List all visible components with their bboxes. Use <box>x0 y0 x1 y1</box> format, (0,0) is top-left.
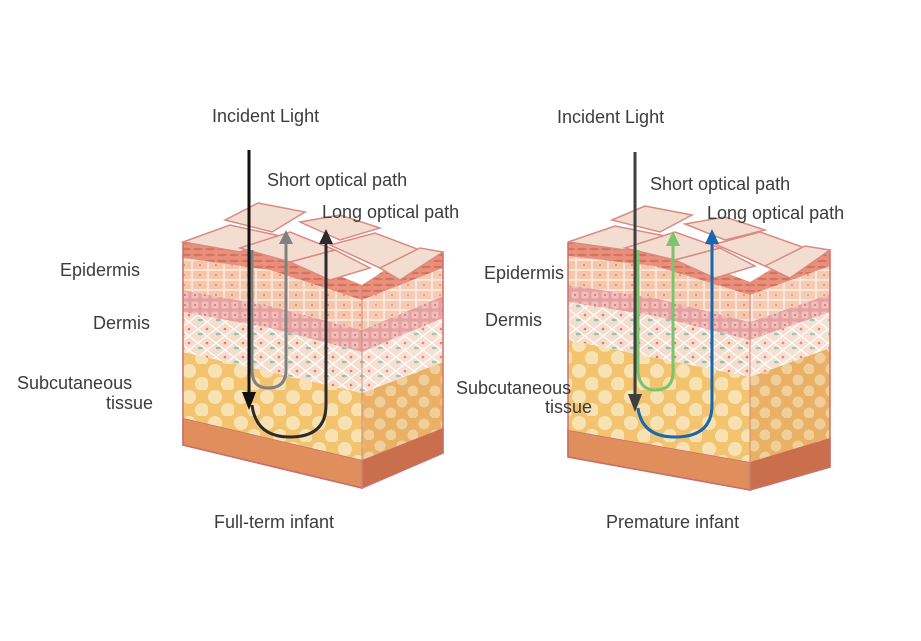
incident-light-label: Incident Light <box>212 106 319 126</box>
side-dermis-layer <box>362 318 443 393</box>
subcutaneous-fat-layer <box>568 340 750 462</box>
epidermis-label: Epidermis <box>60 260 140 280</box>
dermis-label: Dermis <box>93 313 150 333</box>
stratum-layer <box>183 242 362 300</box>
epidermis-cell-layer <box>183 258 362 330</box>
side-cell-layer <box>750 266 830 322</box>
full-term-light-paths <box>242 150 333 439</box>
short-optical-path-label: Short optical path <box>650 174 790 194</box>
long-optical-path-arrow <box>636 240 714 439</box>
incident-light-label: Incident Light <box>557 107 664 127</box>
short-optical-path-label: Short optical path <box>267 170 407 190</box>
long-arrowhead-icon <box>319 229 333 244</box>
dermis-label: Dermis <box>485 310 542 330</box>
incident-arrowhead-icon <box>242 392 256 410</box>
long-optical-path-arrow <box>250 240 328 439</box>
tissue-label: tissue <box>545 397 592 417</box>
incident-arrowhead-icon <box>628 394 642 412</box>
side-dermis-layer <box>750 312 830 377</box>
side-fat-layer <box>362 362 443 460</box>
premature-skin-block <box>567 205 832 491</box>
subcutaneous-label: Subcutaneous <box>17 373 132 393</box>
tissue-label: tissue <box>106 393 153 413</box>
full-term-caption: Full-term infant <box>214 512 334 532</box>
premature-caption: Premature infant <box>606 512 739 532</box>
long-arrowhead-icon <box>705 229 719 244</box>
dermis-layer <box>183 312 362 393</box>
side-basal-layer <box>750 294 830 340</box>
short-optical-path-arrow <box>636 242 675 392</box>
long-optical-path-label: Long optical path <box>322 202 459 222</box>
short-arrowhead-icon <box>279 230 293 244</box>
side-cell-layer <box>362 268 443 330</box>
short-optical-path-arrow <box>250 240 288 390</box>
full-term-skin-block <box>180 202 446 490</box>
stratum-layer <box>568 242 750 295</box>
side-fat-layer <box>750 348 830 462</box>
long-optical-path-label: Long optical path <box>707 203 844 223</box>
subcutaneous-fat-layer <box>183 352 362 460</box>
basal-layer <box>183 290 362 352</box>
skin-surface-scales <box>180 202 446 281</box>
dermis-layer <box>568 302 750 377</box>
epidermis-label: Epidermis <box>484 263 564 283</box>
epidermis-cell-layer <box>568 256 750 322</box>
basal-layer <box>568 285 750 340</box>
subcutaneous-label: Subcutaneous <box>456 378 571 398</box>
short-arrowhead-icon <box>666 231 680 246</box>
side-basal-layer <box>362 296 443 352</box>
premature-light-paths <box>628 152 719 439</box>
